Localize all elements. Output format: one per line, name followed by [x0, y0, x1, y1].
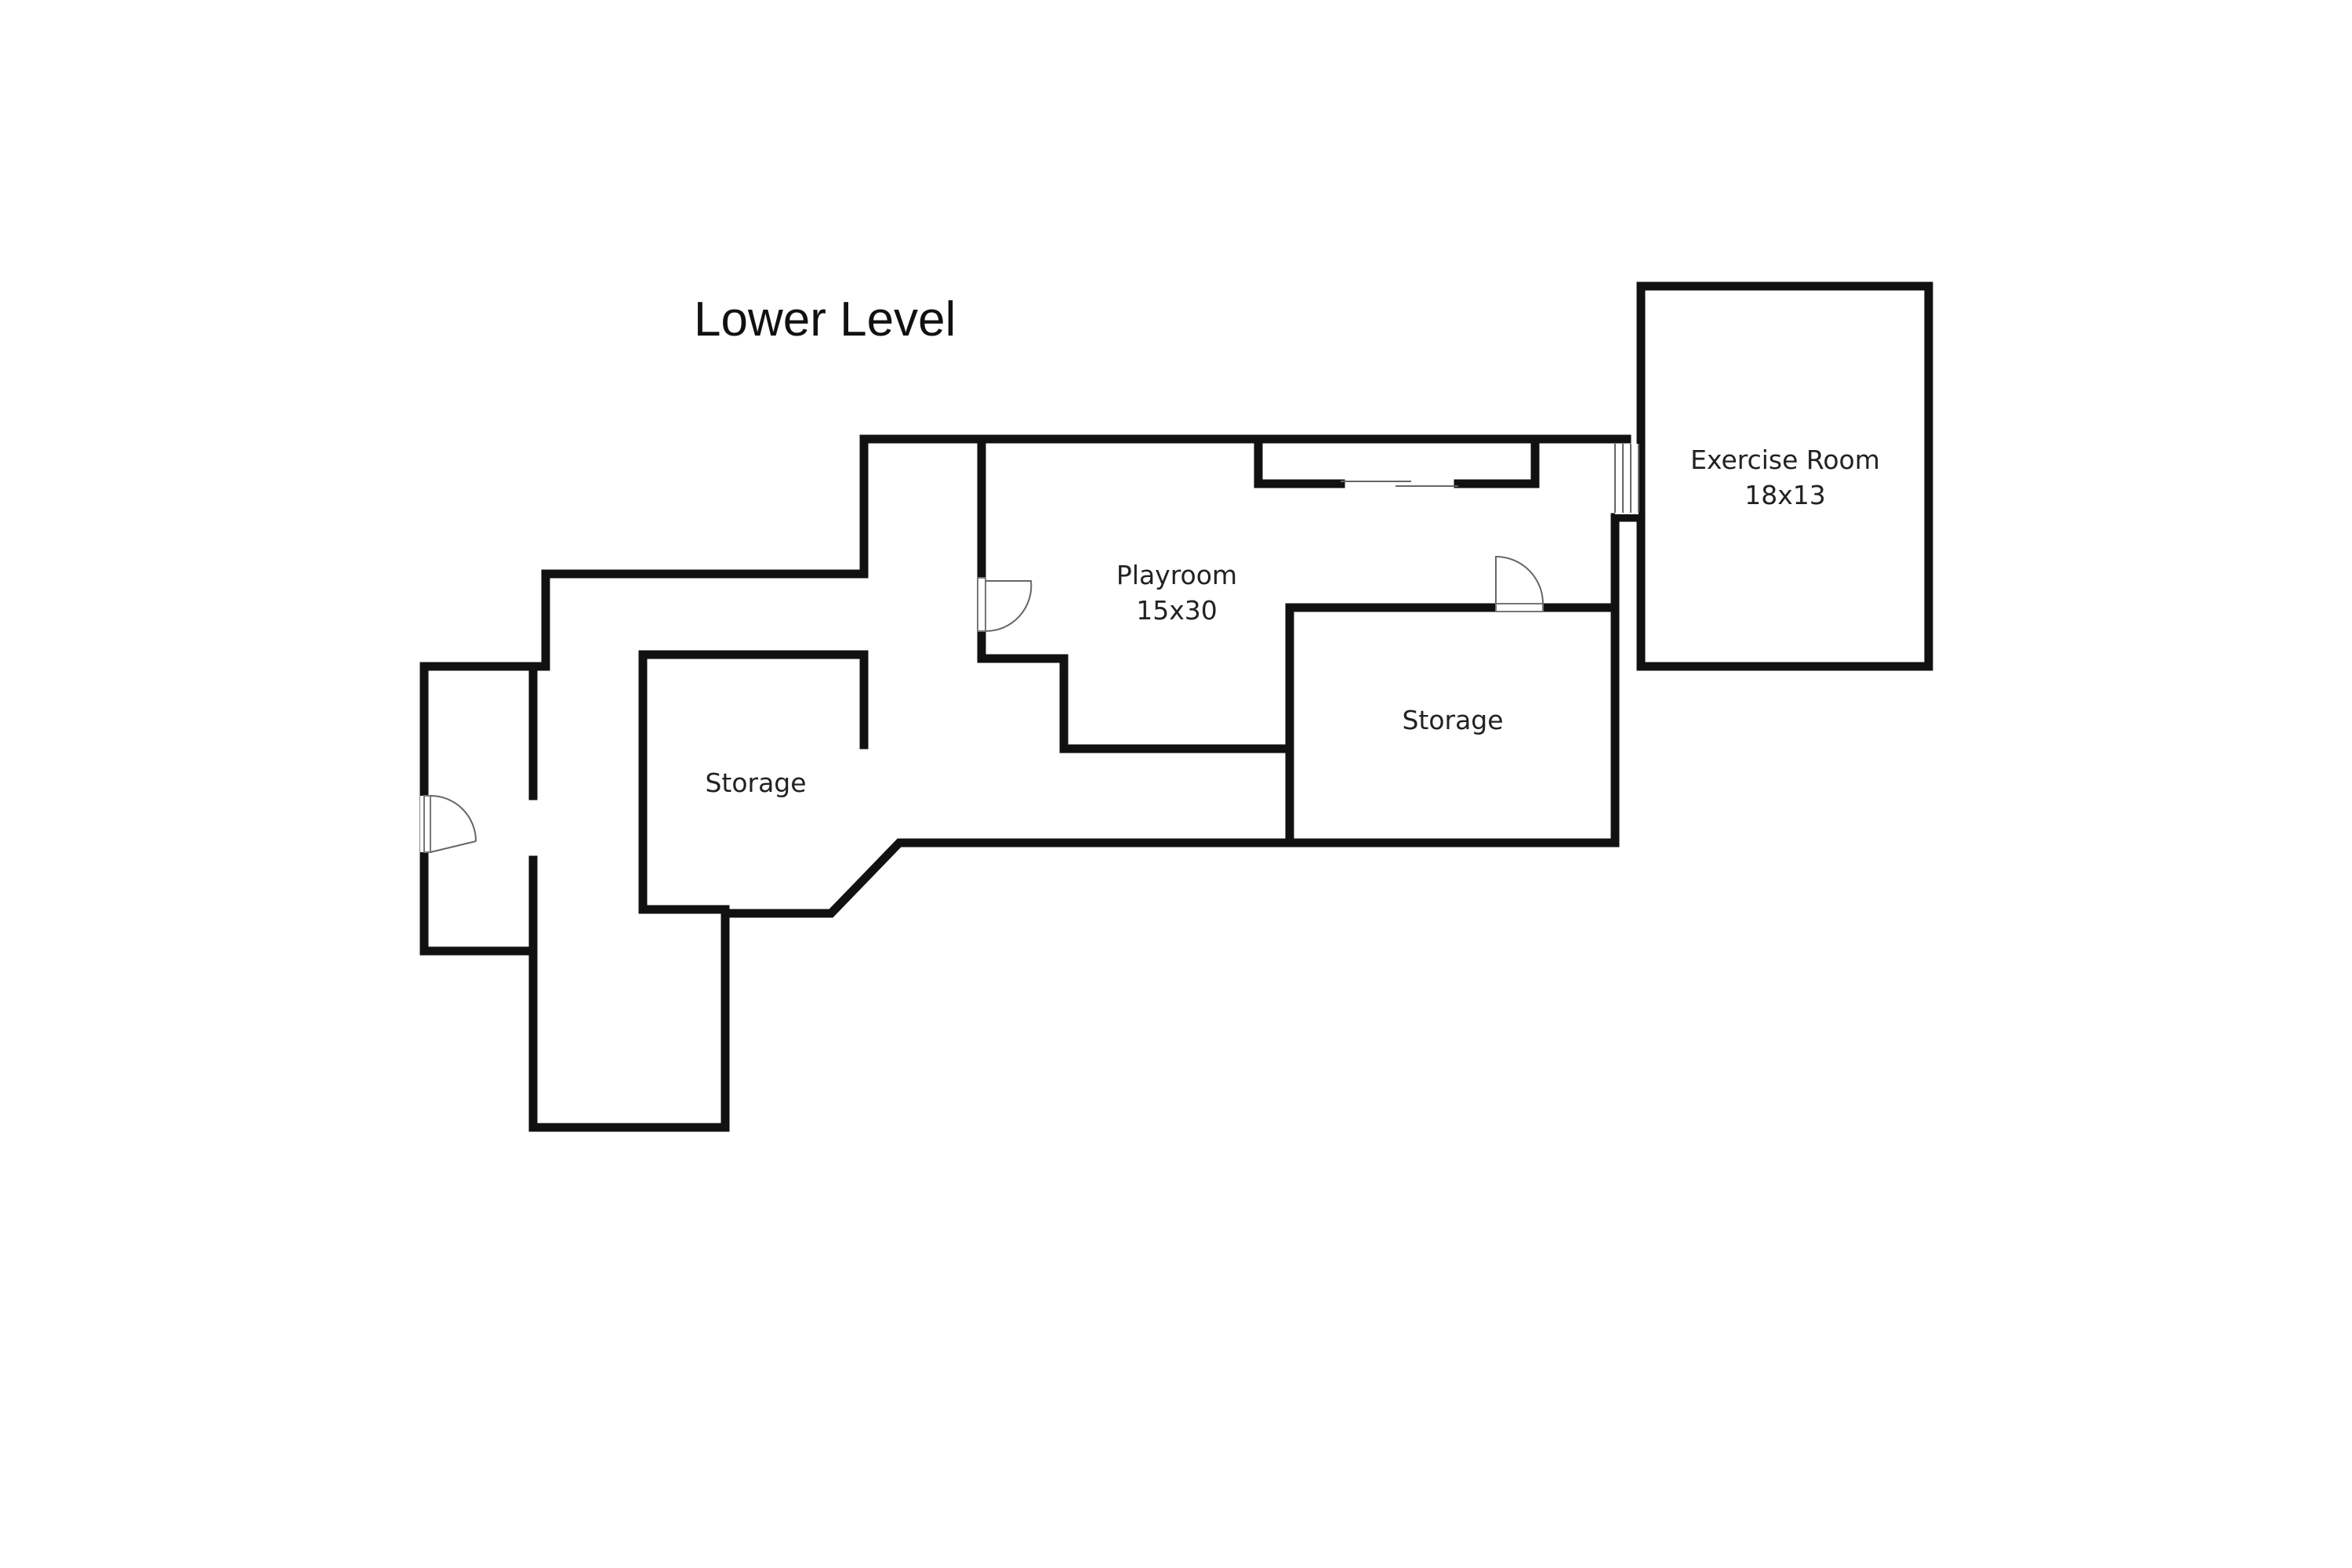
left-storage-wall	[638, 650, 869, 914]
door-playroom-left	[977, 577, 1033, 633]
exercise-room-label: Exercise Room	[1690, 445, 1880, 475]
exercise-opening	[1615, 444, 1639, 514]
floor-title: Lower Level	[694, 292, 956, 347]
door-left-closet	[420, 795, 477, 853]
center-storage-wall	[1285, 603, 1501, 848]
exercise-room-size: 18x13	[1744, 480, 1826, 510]
outer-wall	[419, 434, 1641, 1132]
playroom-closet-wall	[1254, 434, 1540, 488]
playroom-label: Playroom	[1116, 560, 1237, 590]
storage-center-label: Storage	[1402, 705, 1503, 735]
storage-left-label: Storage	[705, 768, 806, 798]
playroom-left-wall-lower	[977, 626, 1294, 753]
playroom-size: 15x30	[1136, 595, 1218, 626]
exercise-room-wall	[1636, 281, 1933, 671]
door-center-storage	[1495, 555, 1544, 612]
